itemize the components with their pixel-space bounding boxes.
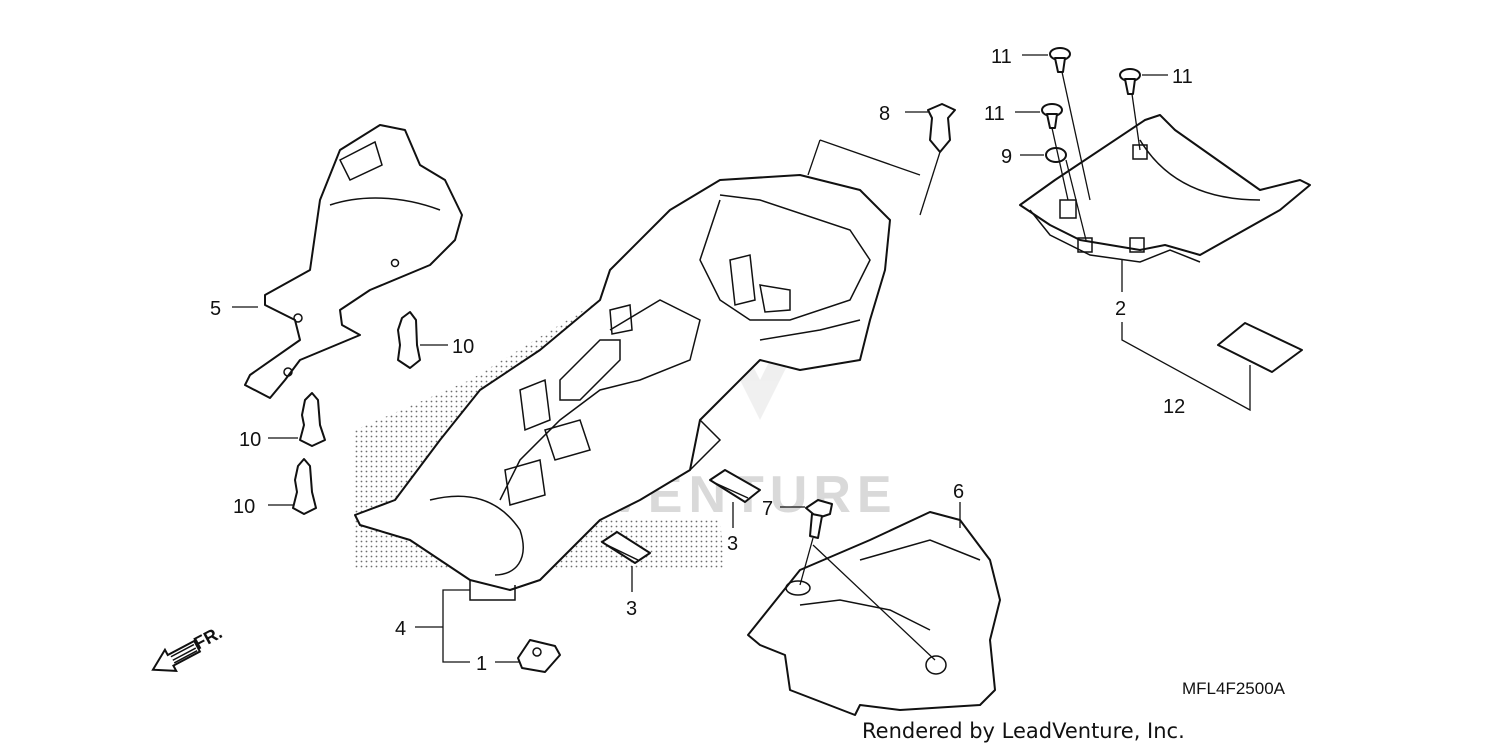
part-8-rivet [927, 103, 956, 153]
label-11-b: 11 [1172, 66, 1193, 88]
label-3-b: 3 [626, 598, 637, 620]
label-10-b: 10 [239, 429, 261, 451]
part-7-screw [805, 499, 833, 539]
label-3-a: 3 [727, 533, 738, 555]
front-direction-arrow-icon [151, 639, 202, 673]
part-1-nut [517, 639, 561, 673]
label-10-a: 10 [452, 336, 474, 358]
label-9: 9 [1001, 146, 1012, 168]
label-7: 7 [762, 498, 773, 520]
part-9-washer [1045, 147, 1067, 163]
part-12-label [1217, 322, 1303, 373]
part-11-screw-b [1119, 68, 1141, 95]
part-6-lower-cover [747, 511, 1001, 716]
label-12: 12 [1163, 396, 1185, 418]
label-10-c: 10 [233, 496, 255, 518]
part-3-pad-b [601, 531, 651, 564]
label-4: 4 [395, 618, 406, 640]
part-10-clip-c [292, 458, 317, 515]
render-credit: Rendered by LeadVenture, Inc. [862, 719, 1185, 743]
part-3-pad-a [709, 469, 761, 503]
part-4-rear-fender [354, 174, 891, 601]
label-1: 1 [476, 653, 487, 675]
label-8: 8 [879, 103, 890, 125]
part-11-screw-c [1041, 103, 1063, 129]
part-10-clip-a [397, 311, 421, 369]
part-11-screw-a [1049, 47, 1071, 73]
label-6: 6 [953, 481, 964, 503]
label-11-a: 11 [991, 46, 1012, 68]
leader-lines [232, 54, 1251, 663]
part-5-cover [244, 124, 463, 399]
label-11-c: 11 [984, 103, 1005, 125]
label-2: 2 [1115, 298, 1126, 320]
part-2-rear-cover [1019, 114, 1311, 263]
diagram-code: MFL4F2500A [1182, 679, 1286, 698]
label-5: 5 [210, 298, 221, 320]
part-10-clip-b [299, 392, 326, 447]
